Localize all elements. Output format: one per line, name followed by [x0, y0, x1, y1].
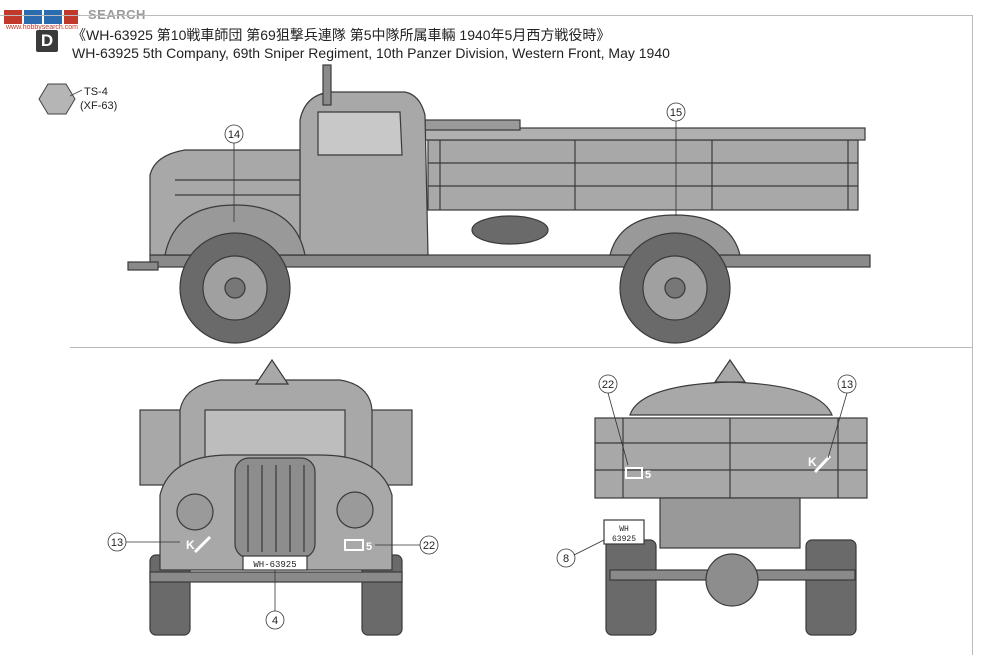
watermark-text: SEARCH — [88, 7, 146, 22]
rear-k-marking: K — [808, 455, 817, 469]
truck-side-view — [127, 64, 871, 344]
callout-15-side: 15 — [670, 107, 682, 119]
callout-14-side: 14 — [228, 129, 240, 141]
front-tactical-number: 5 — [366, 541, 372, 553]
watermark-url: www.hobbysearch.com — [6, 24, 78, 31]
rear-k-slash — [813, 454, 832, 474]
rear-tactical-sign-icon — [625, 467, 643, 479]
rear-plate-bottom: 63925 — [612, 535, 636, 544]
watermark-mark-icon — [4, 10, 78, 24]
view-divider — [70, 347, 973, 348]
paint-swatch-icon — [38, 83, 76, 115]
title-japanese: 《WH-63925 第10戦車師団 第69狙撃兵連隊 第5中隊所属車輛 1940… — [72, 27, 611, 43]
front-k-slash — [193, 535, 212, 554]
scheme-badge: D — [36, 30, 58, 52]
title-english: WH-63925 5th Company, 69th Sniper Regime… — [72, 45, 670, 61]
front-license-plate: WH-63925 — [253, 560, 296, 570]
paint-code: TS-4 — [84, 86, 108, 98]
rear-plate-top: WH — [619, 525, 629, 534]
rear-callouts — [556, 374, 857, 568]
paint-alt-code: (XF-63) — [80, 100, 118, 112]
truck-rear-view — [594, 358, 868, 636]
frame-top-line — [0, 15, 972, 16]
callout-22-rear: 22 — [602, 379, 614, 391]
front-callouts — [107, 532, 439, 630]
front-tactical-sign-icon — [344, 539, 364, 551]
watermark-logo: SEARCH www.hobbysearch.com — [0, 2, 200, 34]
callout-13-rear: 13 — [841, 379, 853, 391]
callout-13-front: 13 — [111, 537, 123, 549]
callout-4-front: 4 — [272, 615, 278, 627]
front-k-marking: K — [186, 538, 195, 552]
truck-front-view — [139, 358, 413, 636]
callout-8-rear: 8 — [563, 553, 569, 565]
rear-tactical-number: 5 — [645, 469, 651, 481]
callout-22-front: 22 — [423, 540, 435, 552]
frame-right-line — [972, 15, 973, 655]
side-callouts — [224, 102, 686, 222]
